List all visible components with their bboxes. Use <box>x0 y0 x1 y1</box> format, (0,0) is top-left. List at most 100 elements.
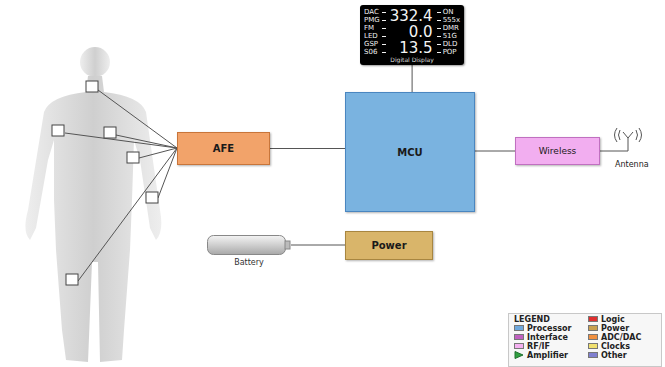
pin-tick <box>382 12 386 13</box>
pin-row: DLD <box>437 40 461 48</box>
human-silhouette <box>25 47 161 362</box>
pin-label: 555x <box>443 16 461 24</box>
connector-line <box>291 245 345 246</box>
block-label: Wireless <box>539 145 577 157</box>
antenna-wave <box>636 130 638 140</box>
pin-tick <box>437 52 441 53</box>
power-block: Power <box>345 231 433 260</box>
pin-row: GSP <box>364 40 386 48</box>
pin-row: 51G <box>437 32 461 40</box>
left-pin-column: DACPMGFMLEDGSPS06 <box>364 8 386 56</box>
legend-text: Clocks <box>601 342 630 351</box>
battery-part: Battery <box>207 235 291 268</box>
legend-text: Other <box>601 351 627 360</box>
amplifier-symbol <box>514 351 524 359</box>
pin-tick <box>437 12 441 13</box>
battery-body <box>208 236 286 255</box>
antenna-label: Antenna <box>615 160 649 169</box>
pin-label: S06 <box>364 48 377 56</box>
pin-row: DAC <box>364 8 386 16</box>
readout-column: 332.40.013.5 <box>390 8 433 56</box>
legend-text: Power <box>601 324 629 333</box>
battery-label: Battery <box>234 258 264 268</box>
pin-tick <box>437 28 441 29</box>
pin-tick <box>382 28 386 29</box>
pin-label: GSP <box>364 40 378 48</box>
pin-row: S06 <box>364 48 386 56</box>
antenna-wave <box>615 128 618 142</box>
pin-row: ON <box>437 8 461 16</box>
antenna-wave <box>639 128 642 142</box>
legend-title: LEGEND <box>514 315 550 324</box>
pin-row: POP <box>437 48 461 56</box>
pin-label: 51G <box>443 32 457 40</box>
processor-block: MCU <box>345 92 475 212</box>
antenna-top <box>623 132 633 138</box>
antenna-symbol <box>600 128 642 151</box>
electrode-lead <box>139 148 177 158</box>
battery-terminal <box>285 241 290 249</box>
display-body: DACPMGFMLEDGSPS06332.40.013.5ON555xDMR51… <box>364 8 460 56</box>
digital-display: DACPMGFMLEDGSPS06332.40.013.5ON555xDMR51… <box>360 5 464 65</box>
pin-row: 555x <box>437 16 461 24</box>
connector-line <box>270 148 345 149</box>
legend-text: Logic <box>601 315 625 324</box>
pin-tick <box>382 20 386 21</box>
antenna-mast <box>628 138 629 151</box>
pin-tick <box>437 20 441 21</box>
antenna-feed <box>600 151 628 152</box>
wireless-block: Wireless <box>515 137 600 165</box>
pin-label: DAC <box>364 8 379 16</box>
legend-text: Amplifier <box>527 351 568 360</box>
pin-tick <box>382 44 386 45</box>
afe-block: AFE <box>177 132 270 165</box>
pin-tick <box>382 52 386 53</box>
legend-text: Interface <box>527 333 568 342</box>
legend-swatch <box>514 334 524 340</box>
body-shape <box>25 76 161 362</box>
pin-label: LED <box>364 32 378 40</box>
block-label: AFE <box>213 142 234 155</box>
pin-tick <box>382 36 386 37</box>
electrode-pad <box>146 192 158 203</box>
pin-label: FM <box>364 24 374 32</box>
legend-swatch <box>588 343 598 349</box>
head-shape <box>80 47 110 77</box>
pin-row: LED <box>364 32 386 40</box>
legend-swatch <box>588 325 598 331</box>
electrode-pad <box>52 125 64 136</box>
connector-line <box>475 151 515 152</box>
right-pin-column: ON555xDMR51GDLDPOP <box>437 8 461 56</box>
readout-value: 13.5 <box>399 40 432 56</box>
electrodes <box>52 81 158 285</box>
legend-text: RF/IF <box>527 342 550 351</box>
pin-row: DMR <box>437 24 461 32</box>
block-label: Power <box>371 239 406 252</box>
pin-label: DMR <box>443 24 459 32</box>
electrode-lead <box>78 148 177 281</box>
pin-label: POP <box>443 48 457 56</box>
legend-swatch <box>588 352 598 358</box>
electrode-pad <box>127 152 139 163</box>
pin-label: ON <box>443 8 454 16</box>
block-label: MCU <box>397 146 422 159</box>
electrode-lead <box>65 133 177 148</box>
electrode-pad <box>66 274 78 285</box>
legend-swatch <box>514 343 524 349</box>
pin-label: PMG <box>364 16 380 24</box>
pin-row: FM <box>364 24 386 32</box>
battery-cell <box>207 235 291 255</box>
antenna-wave <box>619 130 621 140</box>
readout-value: 332.4 <box>390 8 433 24</box>
readout-value: 0.0 <box>409 24 433 40</box>
legend-text: Processor <box>527 324 571 333</box>
electrode-lead <box>116 135 177 148</box>
legend-swatch <box>588 316 598 322</box>
electrode-pad <box>86 81 98 92</box>
legend-swatch <box>588 334 598 340</box>
electrode-leads <box>65 90 177 281</box>
